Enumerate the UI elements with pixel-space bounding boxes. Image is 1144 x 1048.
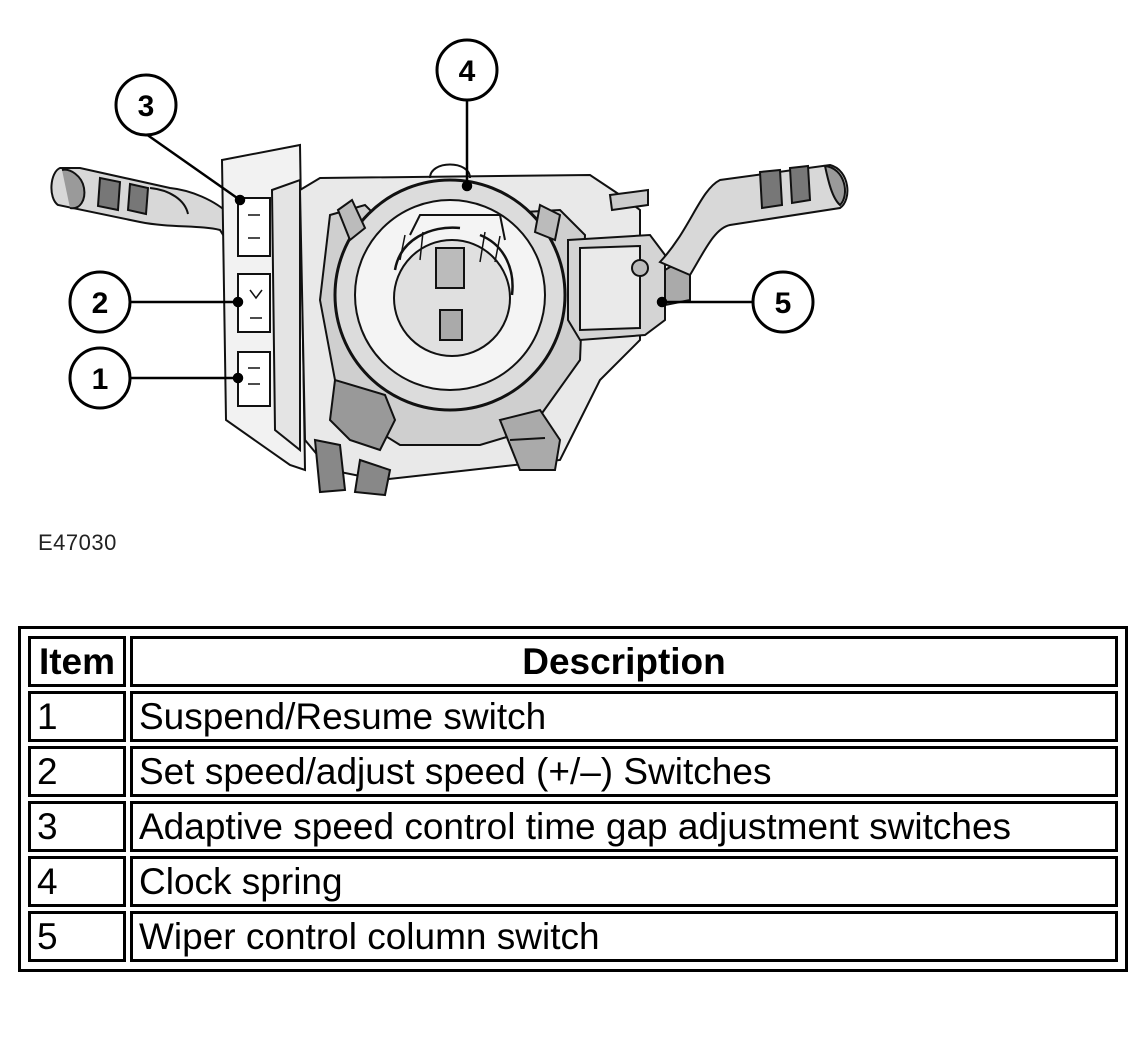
row-item: 1	[28, 691, 126, 742]
callout-3: 3	[114, 73, 178, 137]
steering-column-switch-diagram: 1 2 3 4 5	[50, 38, 849, 497]
legend-table: Item Description 1 Suspend/Resume switch…	[18, 626, 1128, 972]
row-description: Wiper control column switch	[130, 911, 1118, 962]
left-stalk	[50, 167, 257, 272]
callout-2: 2	[68, 270, 132, 334]
svg-text:5: 5	[775, 287, 792, 320]
table-row: 5 Wiper control column switch	[28, 911, 1118, 962]
right-stalk	[658, 163, 849, 277]
switch-assembly-drawing	[50, 143, 849, 497]
row-item: 5	[28, 911, 126, 962]
row-description: Clock spring	[130, 856, 1118, 907]
callout-4: 4	[435, 38, 499, 102]
clock-spring-housing	[298, 163, 641, 497]
row-description: Set speed/adjust speed (+/–) Switches	[130, 746, 1118, 797]
cruise-switch-panel	[220, 143, 307, 472]
table-row: 4 Clock spring	[28, 856, 1118, 907]
svg-text:3: 3	[138, 90, 155, 123]
wiper-switch-body	[567, 188, 691, 342]
header-item: Item	[28, 636, 126, 687]
row-item: 2	[28, 746, 126, 797]
row-description: Adaptive speed control time gap adjustme…	[130, 801, 1118, 852]
row-item: 4	[28, 856, 126, 907]
svg-text:1: 1	[92, 363, 109, 396]
legend-header-row: Item Description	[28, 636, 1118, 687]
table-row: 3 Adaptive speed control time gap adjust…	[28, 801, 1118, 852]
callout-1: 1	[68, 346, 132, 410]
leader-lines	[130, 100, 752, 384]
row-item: 3	[28, 801, 126, 852]
figure-id: E47030	[38, 530, 117, 555]
svg-text:2: 2	[92, 287, 109, 320]
row-description: Suspend/Resume switch	[130, 691, 1118, 742]
svg-text:4: 4	[459, 55, 476, 88]
table-row: 1 Suspend/Resume switch	[28, 691, 1118, 742]
header-description: Description	[130, 636, 1118, 687]
table-row: 2 Set speed/adjust speed (+/–) Switches	[28, 746, 1118, 797]
callout-5: 5	[751, 270, 815, 334]
